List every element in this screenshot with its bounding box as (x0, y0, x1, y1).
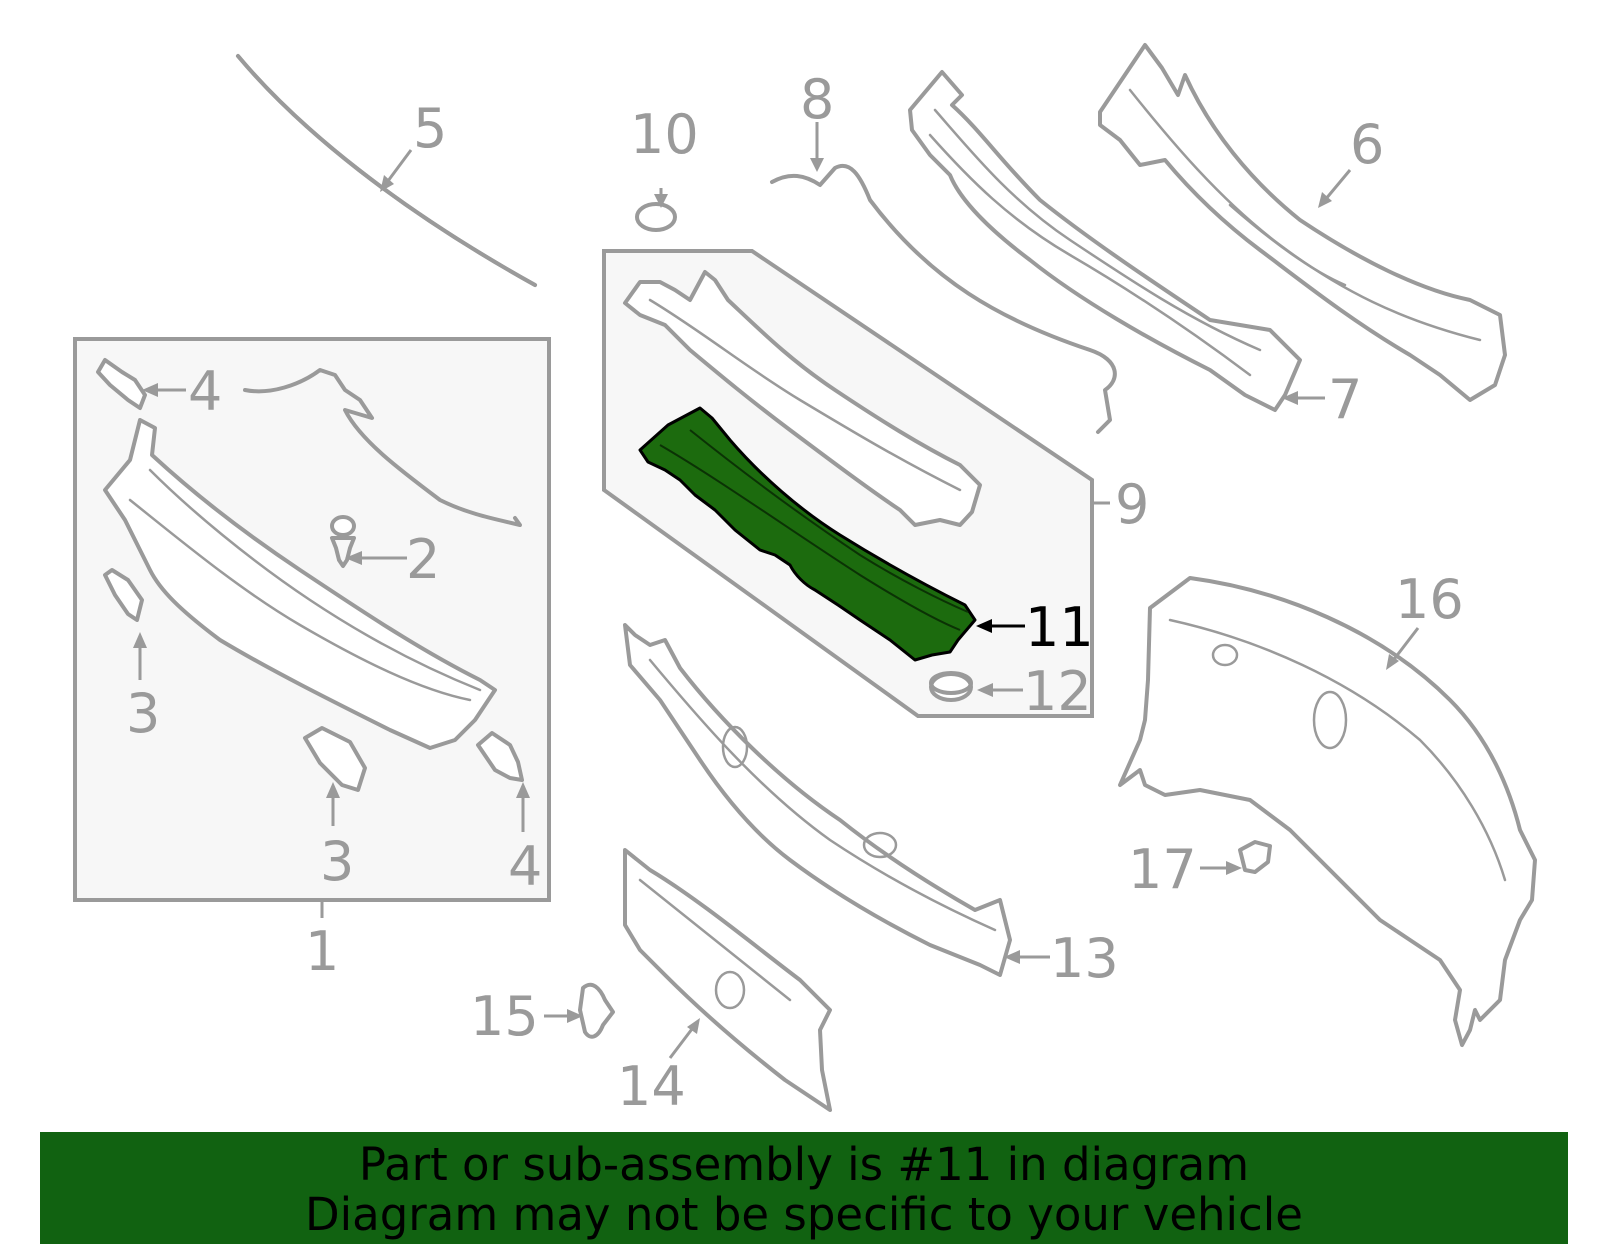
callout-15: 15 (470, 985, 539, 1048)
callout-1: 1 (305, 920, 339, 983)
part-13-dash-panel[interactable] (623, 623, 1012, 977)
callout-7: 7 (1328, 368, 1362, 431)
part-3-seal-right[interactable] (303, 726, 367, 792)
part-8-hose[interactable] (770, 164, 1117, 434)
callout-4-lower: 4 (508, 835, 542, 898)
callout-4-upper: 4 (188, 360, 222, 423)
part-6-cowl-panel[interactable] (1098, 43, 1507, 402)
callout-2: 2 (406, 528, 440, 591)
part-5-weatherstrip[interactable] (236, 54, 537, 287)
callout-17: 17 (1128, 838, 1197, 901)
part-16-detail (1168, 618, 1507, 882)
footer-banner: Part or sub-assembly is #11 in diagram D… (40, 1132, 1568, 1244)
callout-8: 8 (800, 68, 834, 131)
part-14-insulator[interactable] (623, 848, 832, 1112)
part-1-detail-2 (148, 468, 482, 692)
callout-5: 5 (413, 97, 447, 160)
part-5-weatherstrip-inner (236, 54, 537, 287)
arrowheads (133, 158, 1399, 1034)
footer-line-2: Diagram may not be specific to your vehi… (305, 1188, 1303, 1241)
part-4-clip-lower[interactable] (476, 731, 524, 782)
part-3-seal-left[interactable] (103, 568, 144, 622)
part-14-hole (714, 970, 746, 1010)
callout-14: 14 (617, 1055, 686, 1118)
callout-10: 10 (630, 103, 699, 166)
part-16-hole (1312, 690, 1348, 750)
callout-16: 16 (1395, 568, 1464, 631)
footer-line-1: Part or sub-assembly is #11 in diagram (358, 1138, 1250, 1191)
part-1-detail (128, 498, 472, 702)
part-12-grommet[interactable] (929, 671, 973, 702)
part-13-hole-2 (862, 831, 898, 859)
part-7-detail-2 (928, 133, 1252, 377)
part-9-detail (648, 298, 962, 492)
part-16-insulator[interactable] (1118, 576, 1537, 1047)
part-7-detail (933, 108, 1262, 352)
part-15-plug[interactable] (578, 982, 615, 1039)
callout-12: 12 (1023, 660, 1092, 723)
part-7-cowl-panel[interactable] (908, 70, 1302, 412)
part-13-hole (721, 725, 749, 769)
part-4-clip-upper[interactable] (96, 358, 147, 410)
part-16-hole-2 (1211, 643, 1239, 667)
part-13-detail (648, 658, 997, 932)
part-2-push-pin[interactable] (330, 515, 356, 568)
part-1-cowl-top[interactable] (103, 418, 497, 750)
callout-3-left: 3 (126, 682, 160, 745)
part-6-detail-2 (1228, 203, 1347, 287)
callout-9: 9 (1115, 473, 1149, 536)
part-11-highlighted[interactable] (638, 406, 977, 662)
part-9-panel[interactable] (623, 270, 982, 527)
part-11-crease (659, 444, 961, 631)
callout-13: 13 (1050, 927, 1119, 990)
arrowhead-11 (976, 619, 992, 633)
part-11-crease-2 (689, 429, 969, 613)
part-10-grommet[interactable] (635, 202, 677, 232)
part-1-hose[interactable] (243, 368, 522, 527)
callout-11: 11 (1025, 596, 1094, 659)
callout-6: 6 (1350, 113, 1384, 176)
part-14-detail (638, 878, 792, 1002)
part-17-clip[interactable] (1238, 840, 1272, 874)
callout-3-right: 3 (320, 830, 354, 893)
